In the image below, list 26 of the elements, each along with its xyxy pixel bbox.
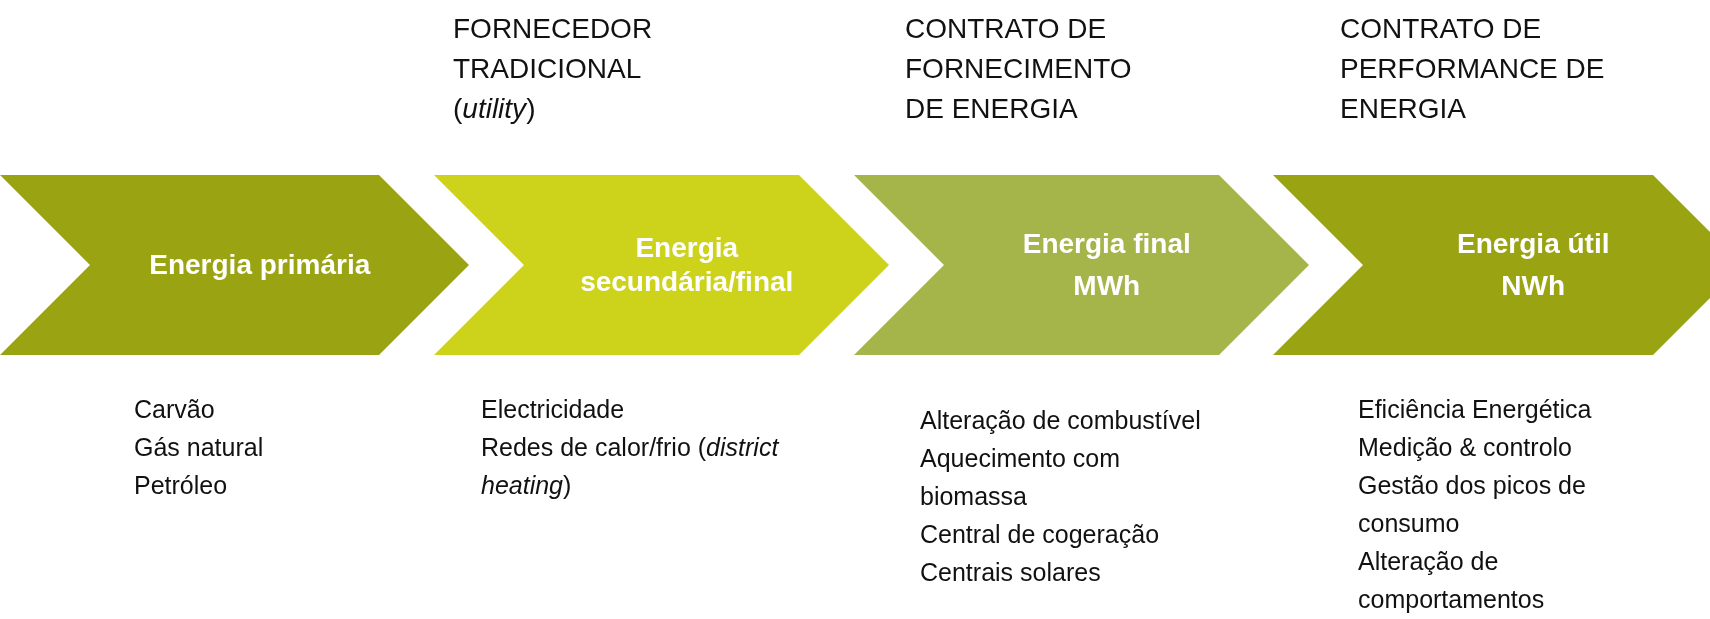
list-item: Gestão dos picos de consumo	[1358, 470, 1587, 539]
list-item: Petróleo	[134, 470, 229, 501]
list-item: Eficiência Energética	[1358, 394, 1593, 425]
chevron-shape	[1273, 175, 1710, 355]
chevron-shape	[0, 175, 469, 355]
list-item: Carvão	[134, 394, 216, 425]
list-item: Aquecimento com biomassa	[920, 443, 1122, 512]
stage-heading: CONTRATO DE FORNECIMENTO DE ENERGIA	[905, 12, 1133, 126]
chevron-label: Energia útil	[1457, 227, 1610, 261]
chevron-label: NWh	[1501, 269, 1566, 303]
list-item: Centrais solares	[920, 557, 1102, 588]
list-item: Gás natural	[134, 432, 265, 463]
stage-heading: FORNECEDOR TRADICIONAL (utility)	[453, 12, 654, 126]
chevron-shape	[434, 175, 889, 355]
list-item: Alteração de combustível	[920, 405, 1202, 436]
chevron-label: MWh	[1073, 269, 1141, 303]
chevron-label: Energia primária	[149, 248, 371, 282]
list-item: Central de cogeração	[920, 519, 1161, 550]
chevron-shape	[854, 175, 1309, 355]
list-item: Electricidade	[481, 394, 626, 425]
stage-heading: CONTRATO DE PERFORMANCE DE ENERGIA	[1340, 12, 1606, 126]
list-item: Redes de calor/frio (district heating)	[481, 432, 781, 501]
list-item: Alteração de comportamentos	[1358, 546, 1546, 615]
chevron-label: Energia secundária/final	[579, 231, 795, 299]
list-item: Medição & controlo	[1358, 432, 1573, 463]
chevron-label: Energia final	[1022, 227, 1191, 261]
